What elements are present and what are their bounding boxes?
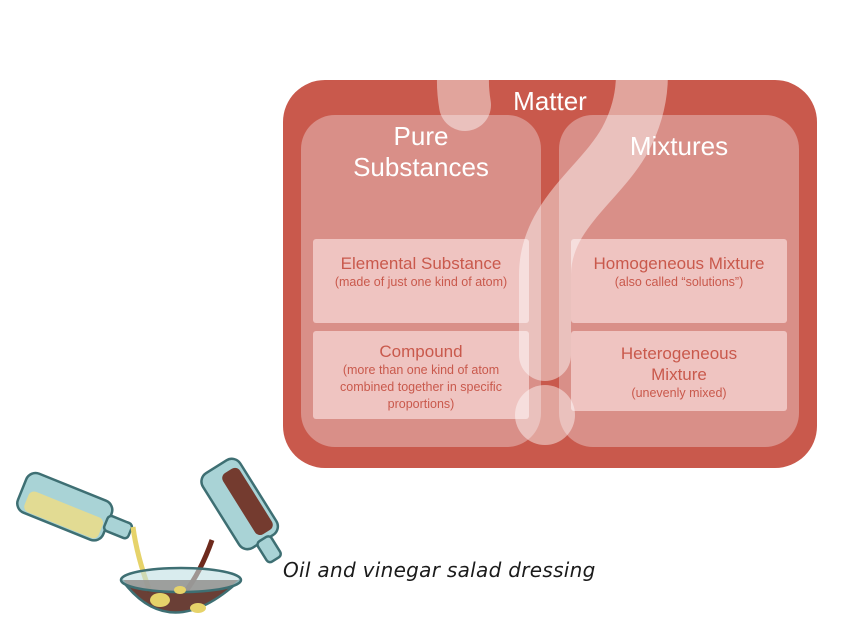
illustration-caption: Oil and vinegar salad dressing <box>283 558 596 582</box>
card-note: (more than one kind of atom combined tog… <box>340 363 502 411</box>
card-name: Compound <box>379 342 463 361</box>
compound-card: Compound (more than one kind of atom com… <box>313 331 529 419</box>
homogeneous-mixture-card: Homogeneous Mixture (also called “soluti… <box>571 239 787 323</box>
mixing-bowl-icon <box>119 566 243 614</box>
card-name: Elemental Substance <box>340 254 502 273</box>
heterogeneous-mixture-card: Heterogeneous Mixture (unevenly mixed) <box>571 331 787 411</box>
pure-substances-title-line2: Substances <box>353 152 489 182</box>
mixtures-column: Mixtures Homogeneous Mixture (also calle… <box>559 115 799 447</box>
elemental-substance-card: Elemental Substance (made of just one ki… <box>313 239 529 323</box>
card-name: Heterogeneous Mixture <box>620 344 738 384</box>
card-note: (also called “solutions”) <box>614 275 744 289</box>
pure-substances-title: Pure Substances <box>301 121 541 183</box>
pure-substances-title-line1: Pure <box>393 121 449 151</box>
mixtures-title: Mixtures <box>629 131 729 161</box>
matter-title: Matter <box>513 86 587 116</box>
salad-dressing-illustration <box>16 457 283 614</box>
card-note: (made of just one kind of atom) <box>334 275 508 289</box>
card-name: Homogeneous Mixture <box>593 254 765 273</box>
card-note: (unevenly mixed) <box>631 386 727 400</box>
matter-box: Matter Pure Substances Elemental Substan… <box>283 80 817 468</box>
pure-substances-column: Pure Substances Elemental Substance (mad… <box>301 115 541 447</box>
